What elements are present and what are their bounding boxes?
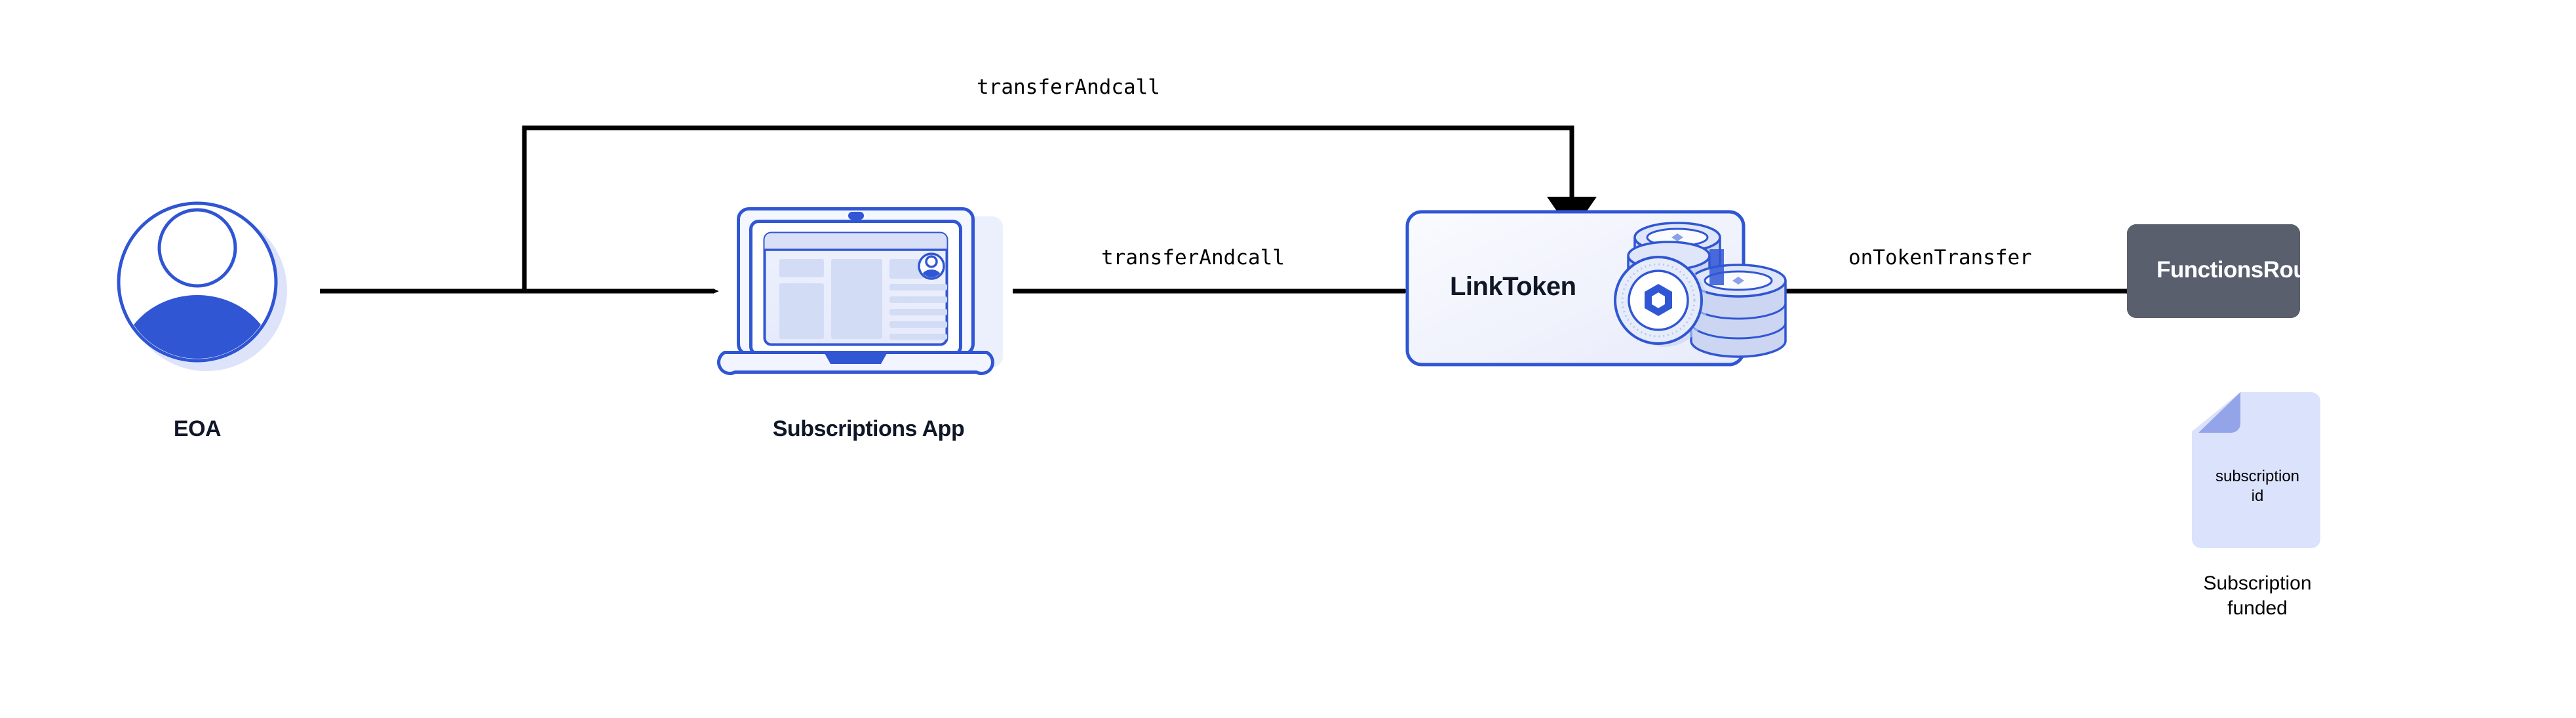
link-token-label: LinkToken [1450, 272, 1576, 301]
document-icon [2192, 392, 2320, 548]
coin-stack-icon [1614, 222, 1787, 358]
functions-router-label: FunctionsRouter [2156, 257, 2335, 283]
laptop-icon [717, 207, 1003, 375]
functions-router-box-fill [2127, 224, 2300, 318]
eoa-label: EOA [173, 416, 222, 441]
app-avatar-icon [918, 252, 945, 280]
user-avatar-icon [117, 201, 287, 371]
document-text-line1: subscription [2215, 468, 2300, 485]
edge-label-linktoken-to-router: onTokenTransfer [1848, 246, 2032, 269]
document-text-line2: id [2251, 487, 2264, 505]
edge-label-eoa-bypass: transferAndcall [977, 75, 1160, 99]
subscription-funded-caption-line1: Subscription [2203, 572, 2312, 594]
subscription-funded-caption-line2: funded [2227, 597, 2288, 619]
edge-label-app-to-linktoken: transferAndcall [1101, 246, 1285, 269]
chainlink-coin-icon [1614, 256, 1708, 347]
subscriptions-app-label: Subscriptions App [772, 416, 965, 441]
